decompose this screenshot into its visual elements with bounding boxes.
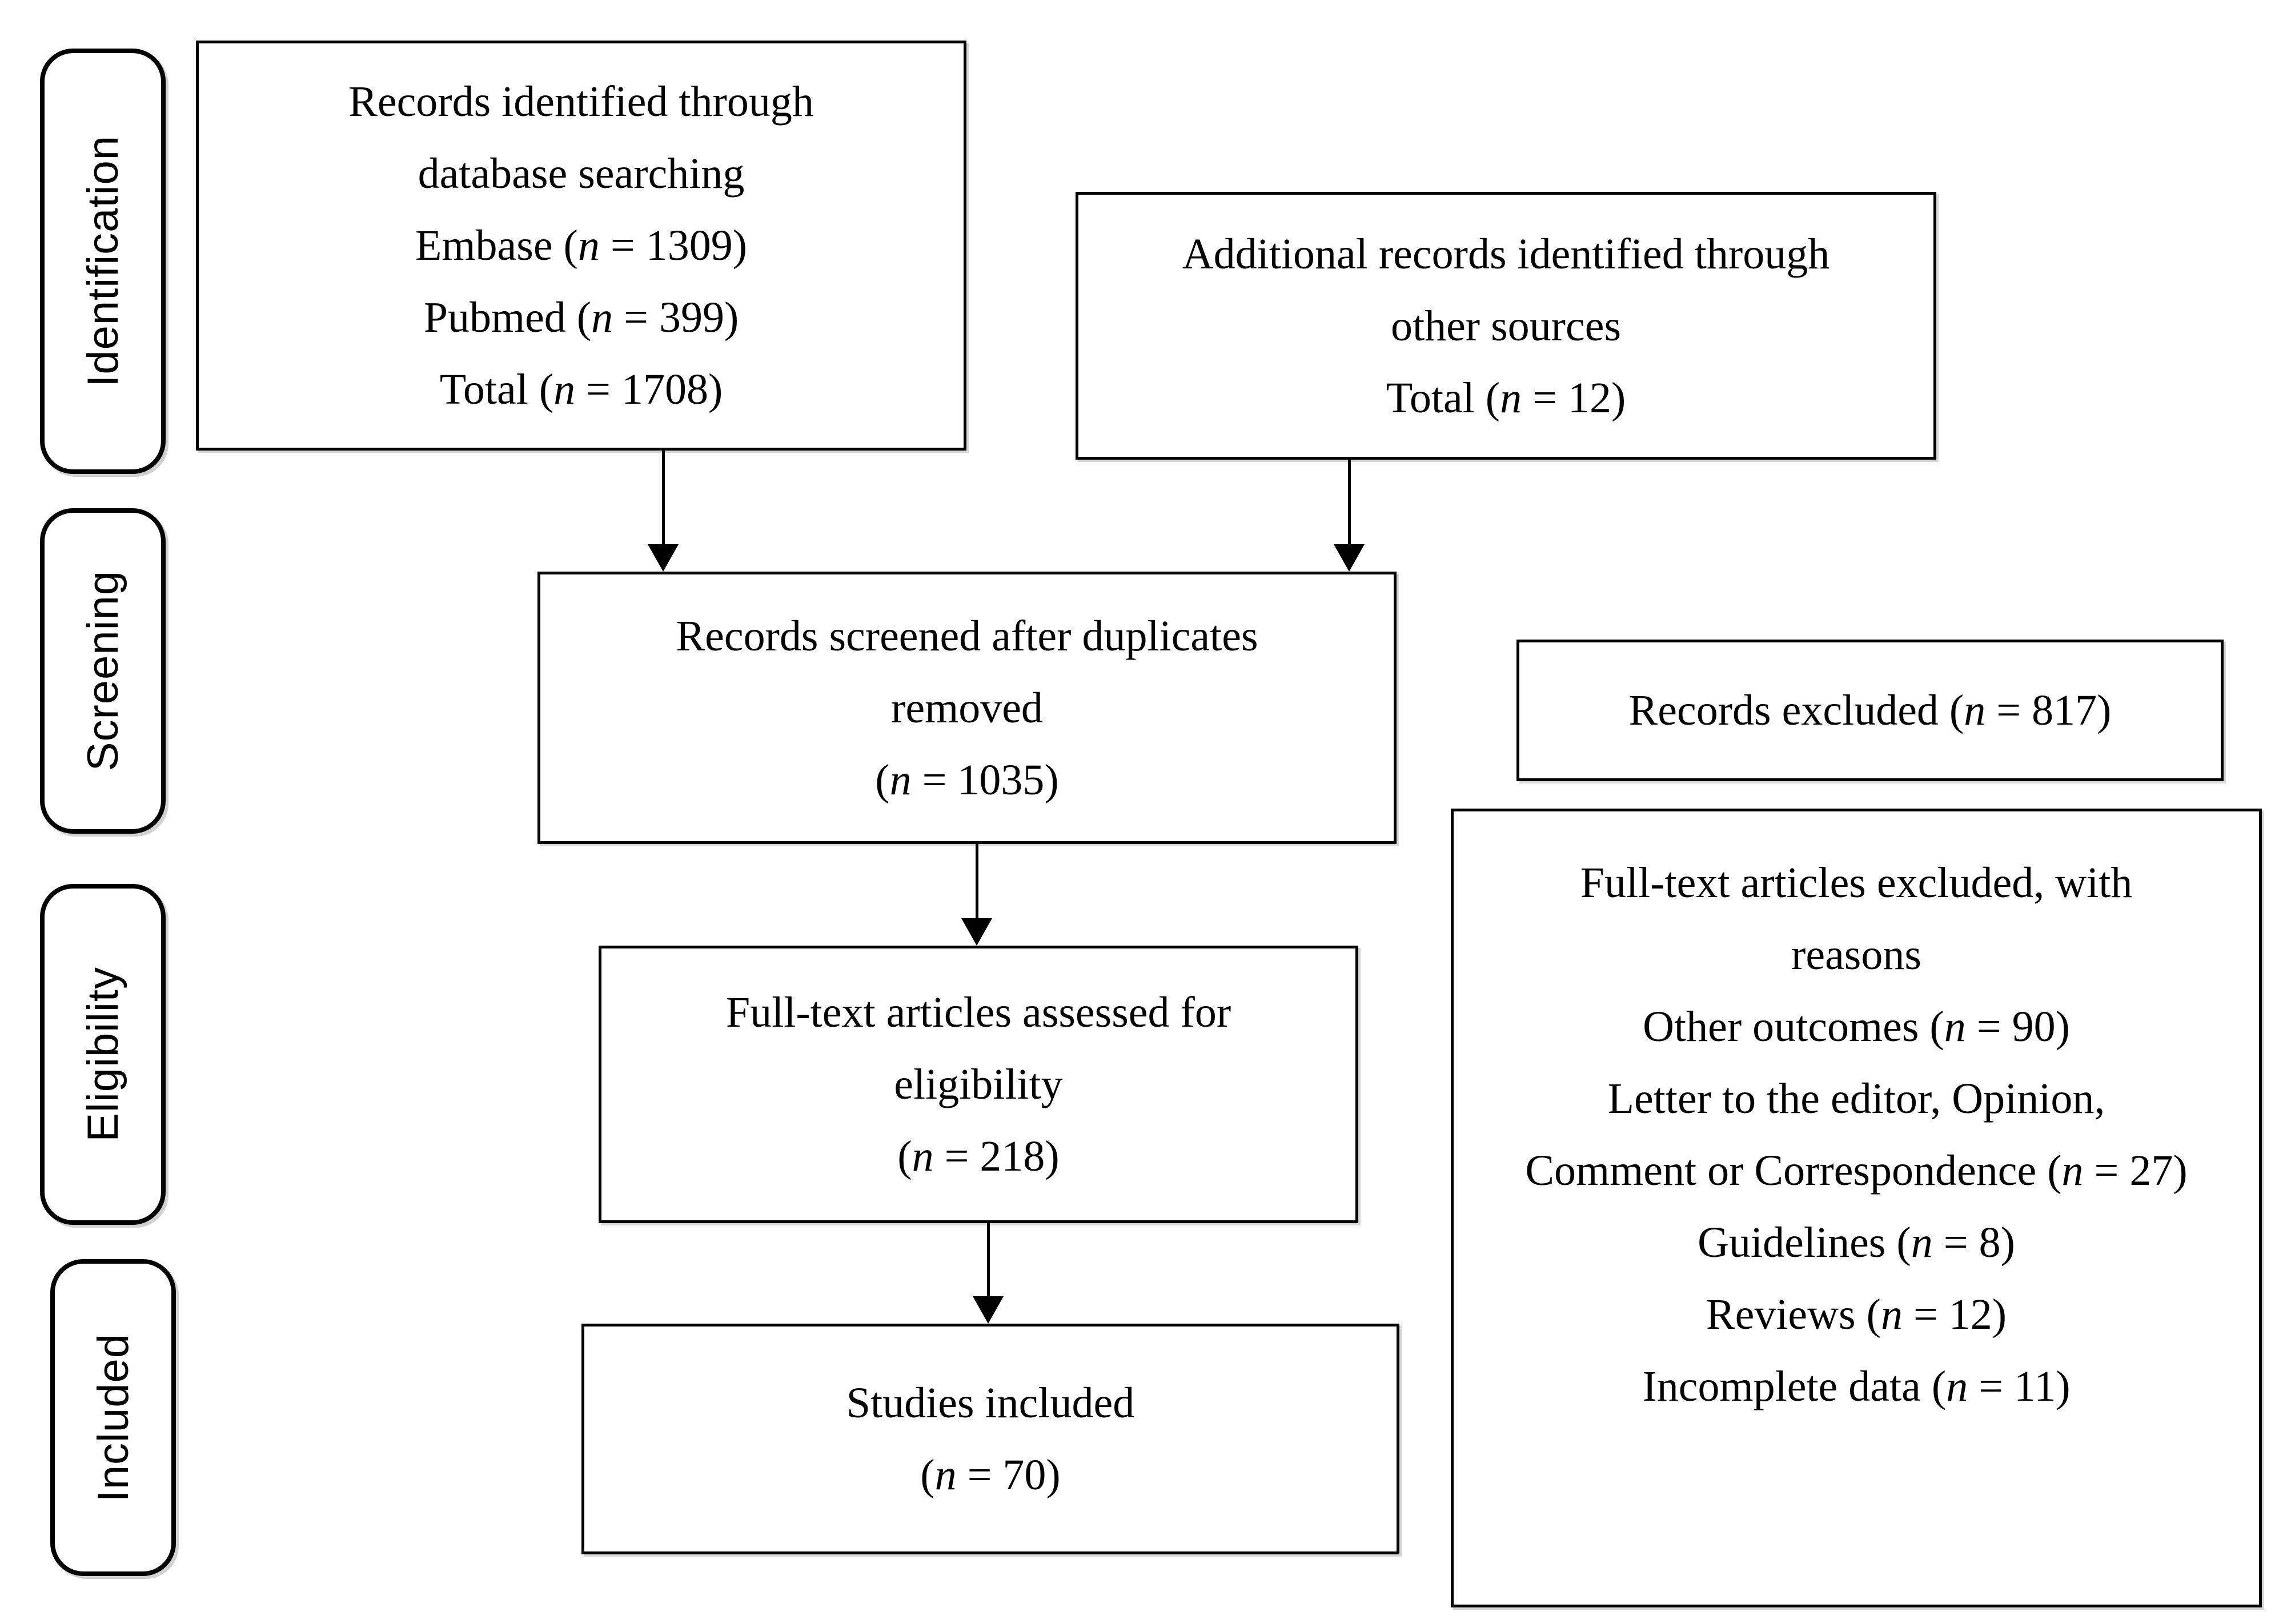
box-text-line: Reviews (n = 12) <box>1706 1291 2007 1338</box>
box-records-excluded: Records excluded (n = 817) <box>1516 640 2224 781</box>
stage-included: Included <box>50 1259 176 1576</box>
box-text-line: other sources <box>1390 302 1622 350</box>
box-text-line: Full-text articles assessed for <box>725 988 1231 1036</box>
arrow-identified-to-screened-line <box>662 451 665 544</box>
box-text-line: Embase (n = 1309) <box>415 222 748 270</box>
box-text-line: Comment or Correspondence (n = 27) <box>1525 1147 2188 1195</box>
box-text-line: (n = 218) <box>897 1132 1060 1180</box>
box-text-line: Pubmed (n = 399) <box>423 294 739 341</box>
box-text-line: Other outcomes (n = 90) <box>1643 1003 2070 1051</box>
arrow-identified-to-screened-head <box>648 544 679 572</box>
box-text-line: reasons <box>1791 931 1921 979</box>
box-text-line: (n = 70) <box>920 1451 1061 1499</box>
box-text-line: eligibility <box>894 1060 1063 1108</box>
box-text-line: Total (n = 1708) <box>439 365 723 413</box>
stage-screening: Screening <box>40 508 166 834</box>
box-text-line: Additional records identified through <box>1182 230 1830 278</box>
arrow-screened-to-assessed-head <box>961 918 992 946</box>
box-studies-included: Studies included (n = 70) <box>581 1324 1399 1554</box>
box-text-line: Total (n = 12) <box>1386 373 1626 422</box>
box-fulltext-excluded: Full-text articles excluded, with reason… <box>1451 809 2262 1607</box>
box-records-identified: Records identified through database sear… <box>196 41 966 451</box>
box-text-line: Records identified through <box>348 78 814 126</box>
box-text-line: Studies included <box>846 1379 1135 1427</box>
box-text-line: Incomplete data (n = 11) <box>1642 1362 2071 1410</box>
box-text-line: database searching <box>418 150 745 198</box>
arrow-assessed-to-studies-head <box>973 1296 1004 1324</box>
arrow-additional-to-screened-head <box>1334 544 1365 572</box>
stage-label-identification: Identification <box>78 135 127 387</box>
stage-label-eligibility: Eligibility <box>78 967 127 1142</box>
box-additional-records: Additional records identified through ot… <box>1076 192 1936 460</box>
stage-identification: Identification <box>40 49 166 474</box>
box-text-line: Letter to the editor, Opinion, <box>1607 1075 2105 1123</box>
box-text-line: Guidelines (n = 8) <box>1698 1219 2015 1267</box>
box-text-line: removed <box>891 684 1043 732</box>
arrow-assessed-to-studies-line <box>987 1223 990 1296</box>
box-records-screened: Records screened after duplicates remove… <box>537 572 1397 844</box>
box-text-line: Records screened after duplicates <box>676 612 1258 660</box>
box-text-line: (n = 1035) <box>875 755 1059 804</box>
stage-label-included: Included <box>89 1333 138 1502</box>
box-text-line: Full-text articles excluded, with <box>1580 859 2133 907</box>
stage-eligibility: Eligibility <box>40 884 166 1225</box>
box-fulltext-assessed: Full-text articles assessed for eligibil… <box>599 946 1358 1223</box>
stage-label-screening: Screening <box>78 570 127 771</box>
box-text-line: Records excluded (n = 817) <box>1628 686 2112 734</box>
arrow-screened-to-assessed-line <box>976 844 978 918</box>
arrow-additional-to-screened-line <box>1348 460 1351 544</box>
